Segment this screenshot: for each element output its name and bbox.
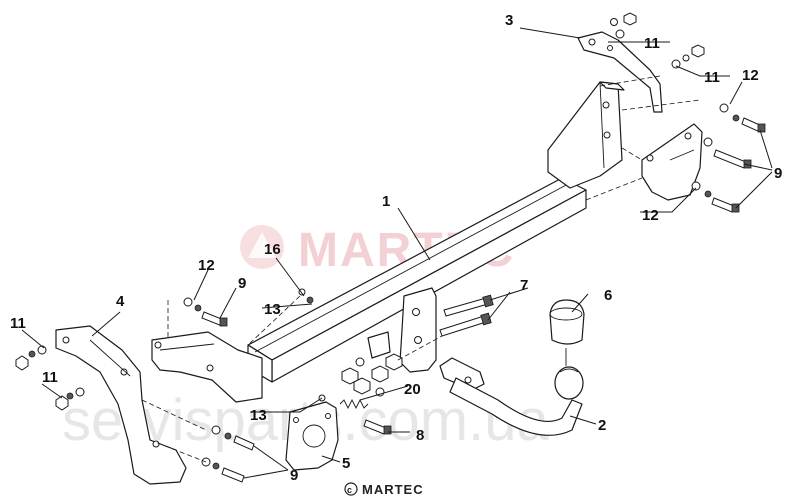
- callout-9-left: 9: [238, 275, 246, 292]
- callout-20: 20: [404, 381, 421, 398]
- callout-11-top-b: 11: [704, 69, 720, 86]
- right-side-plate: [641, 123, 703, 201]
- callout-11-left-a: 11: [10, 315, 26, 332]
- callout-12-top: 12: [742, 67, 759, 84]
- socket-plate: [285, 401, 339, 471]
- long-bolts: [439, 294, 494, 337]
- footer-brand-text: MARTEC: [362, 482, 424, 497]
- callout-11-top-a: 11: [644, 35, 660, 52]
- callout-7: 7: [520, 277, 528, 294]
- callout-11-left-b: 11: [42, 369, 58, 386]
- watermark-logo-icon: [240, 225, 284, 269]
- callout-13-b: 13: [250, 407, 267, 424]
- callout-4: 4: [116, 293, 125, 310]
- svg-text:c: c: [347, 485, 352, 495]
- alignment-lines: [141, 75, 701, 463]
- callout-5: 5: [342, 455, 350, 472]
- copyright-icon: c: [344, 482, 358, 496]
- callout-12-left: 12: [198, 257, 215, 274]
- top-hardware: [610, 12, 705, 69]
- center-hardware: [341, 353, 403, 397]
- bolt-8: [363, 419, 392, 435]
- callouts: 3 11 11 12 9 12 1 16 12 9 13 4 11 11 6 7…: [10, 12, 782, 484]
- spring: [339, 398, 369, 410]
- callout-12-right: 12: [642, 207, 659, 224]
- ball-cap: [549, 299, 585, 366]
- callout-9-bottom: 9: [290, 467, 298, 484]
- callout-16: 16: [264, 241, 281, 258]
- right-hardware: [691, 103, 766, 213]
- left-side-plate: [55, 325, 187, 485]
- callout-1: 1: [382, 193, 390, 210]
- tow-ball: [554, 366, 584, 400]
- callout-2: 2: [598, 417, 606, 434]
- main-crossbar: [247, 177, 587, 383]
- callout-9-right: 9: [774, 165, 782, 182]
- callout-3: 3: [505, 12, 513, 29]
- leader-lines: [21, 27, 773, 479]
- tow-ball-neck: [439, 357, 583, 436]
- callout-13-a: 13: [264, 301, 281, 318]
- center-bracket: [367, 287, 437, 373]
- callout-6: 6: [604, 287, 612, 304]
- callout-8: 8: [416, 427, 424, 444]
- left-bracket: [151, 331, 263, 403]
- right-bracket: [547, 81, 625, 189]
- top-bracket: [577, 31, 663, 113]
- footer-brand: c MARTEC: [344, 482, 424, 497]
